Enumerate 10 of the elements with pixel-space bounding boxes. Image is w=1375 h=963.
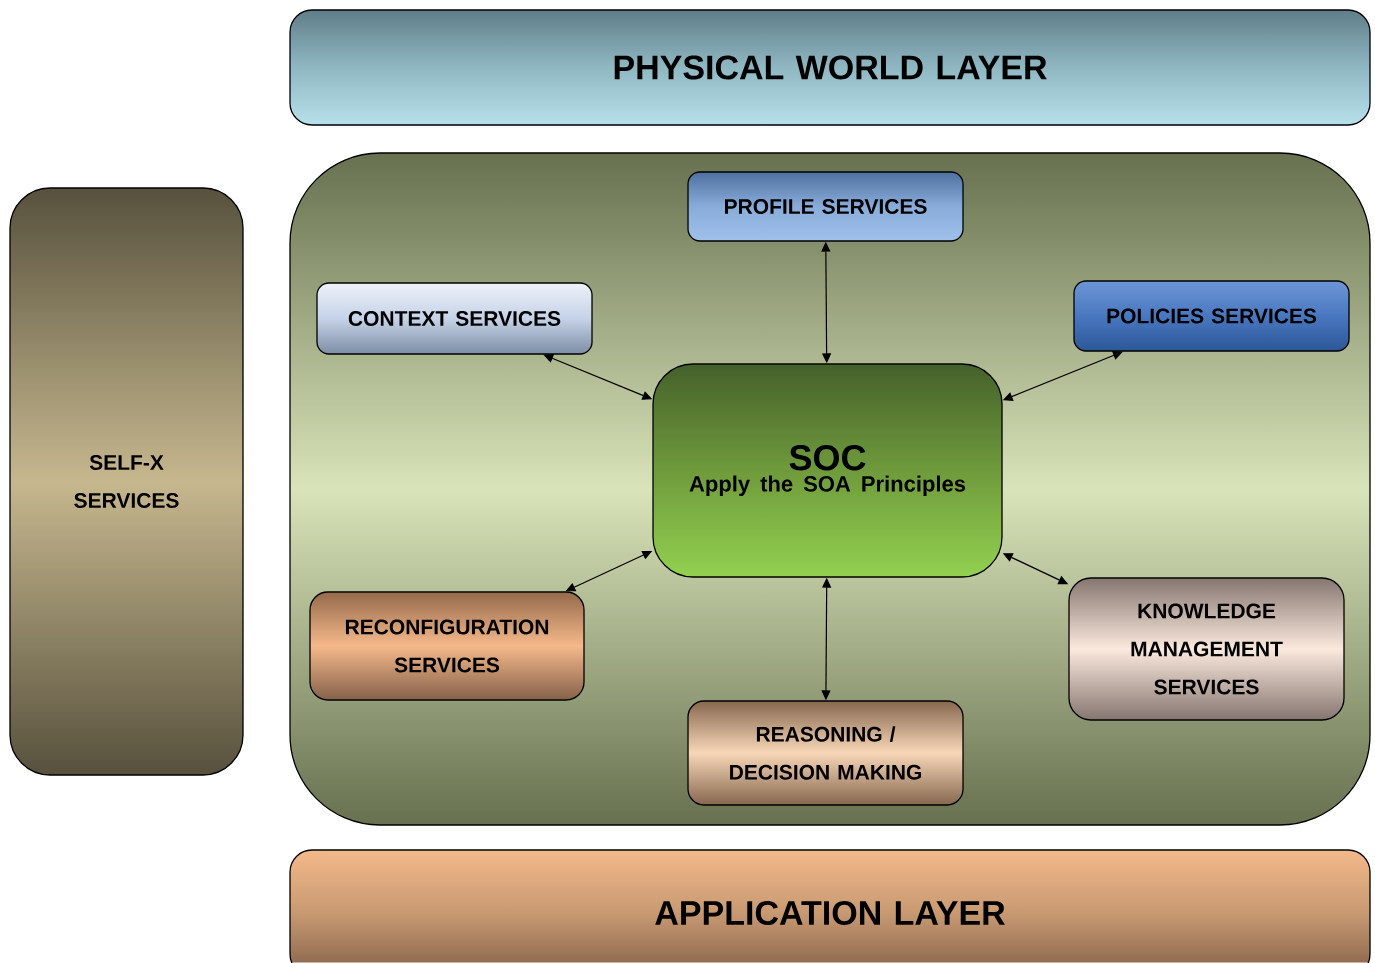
service-box: KNOWLEDGE MANAGEMENT SERVICES bbox=[1068, 577, 1345, 721]
core-box: SOC Apply the SOA Principles bbox=[652, 363, 1003, 578]
side-panel: SELF-X SERVICES bbox=[9, 187, 244, 776]
layer-band: APPLICATION LAYER bbox=[289, 849, 1371, 963]
service-box: PROFILE SERVICES bbox=[687, 171, 964, 242]
service-box: RECONFIGURATION SERVICES bbox=[309, 591, 585, 701]
layer-band: PHYSICAL WORLD LAYER bbox=[289, 9, 1371, 126]
service-box: POLICIES SERVICES bbox=[1073, 280, 1350, 352]
service-box: CONTEXT SERVICES bbox=[316, 282, 593, 355]
service-box: REASONING / DECISION MAKING bbox=[687, 700, 964, 806]
